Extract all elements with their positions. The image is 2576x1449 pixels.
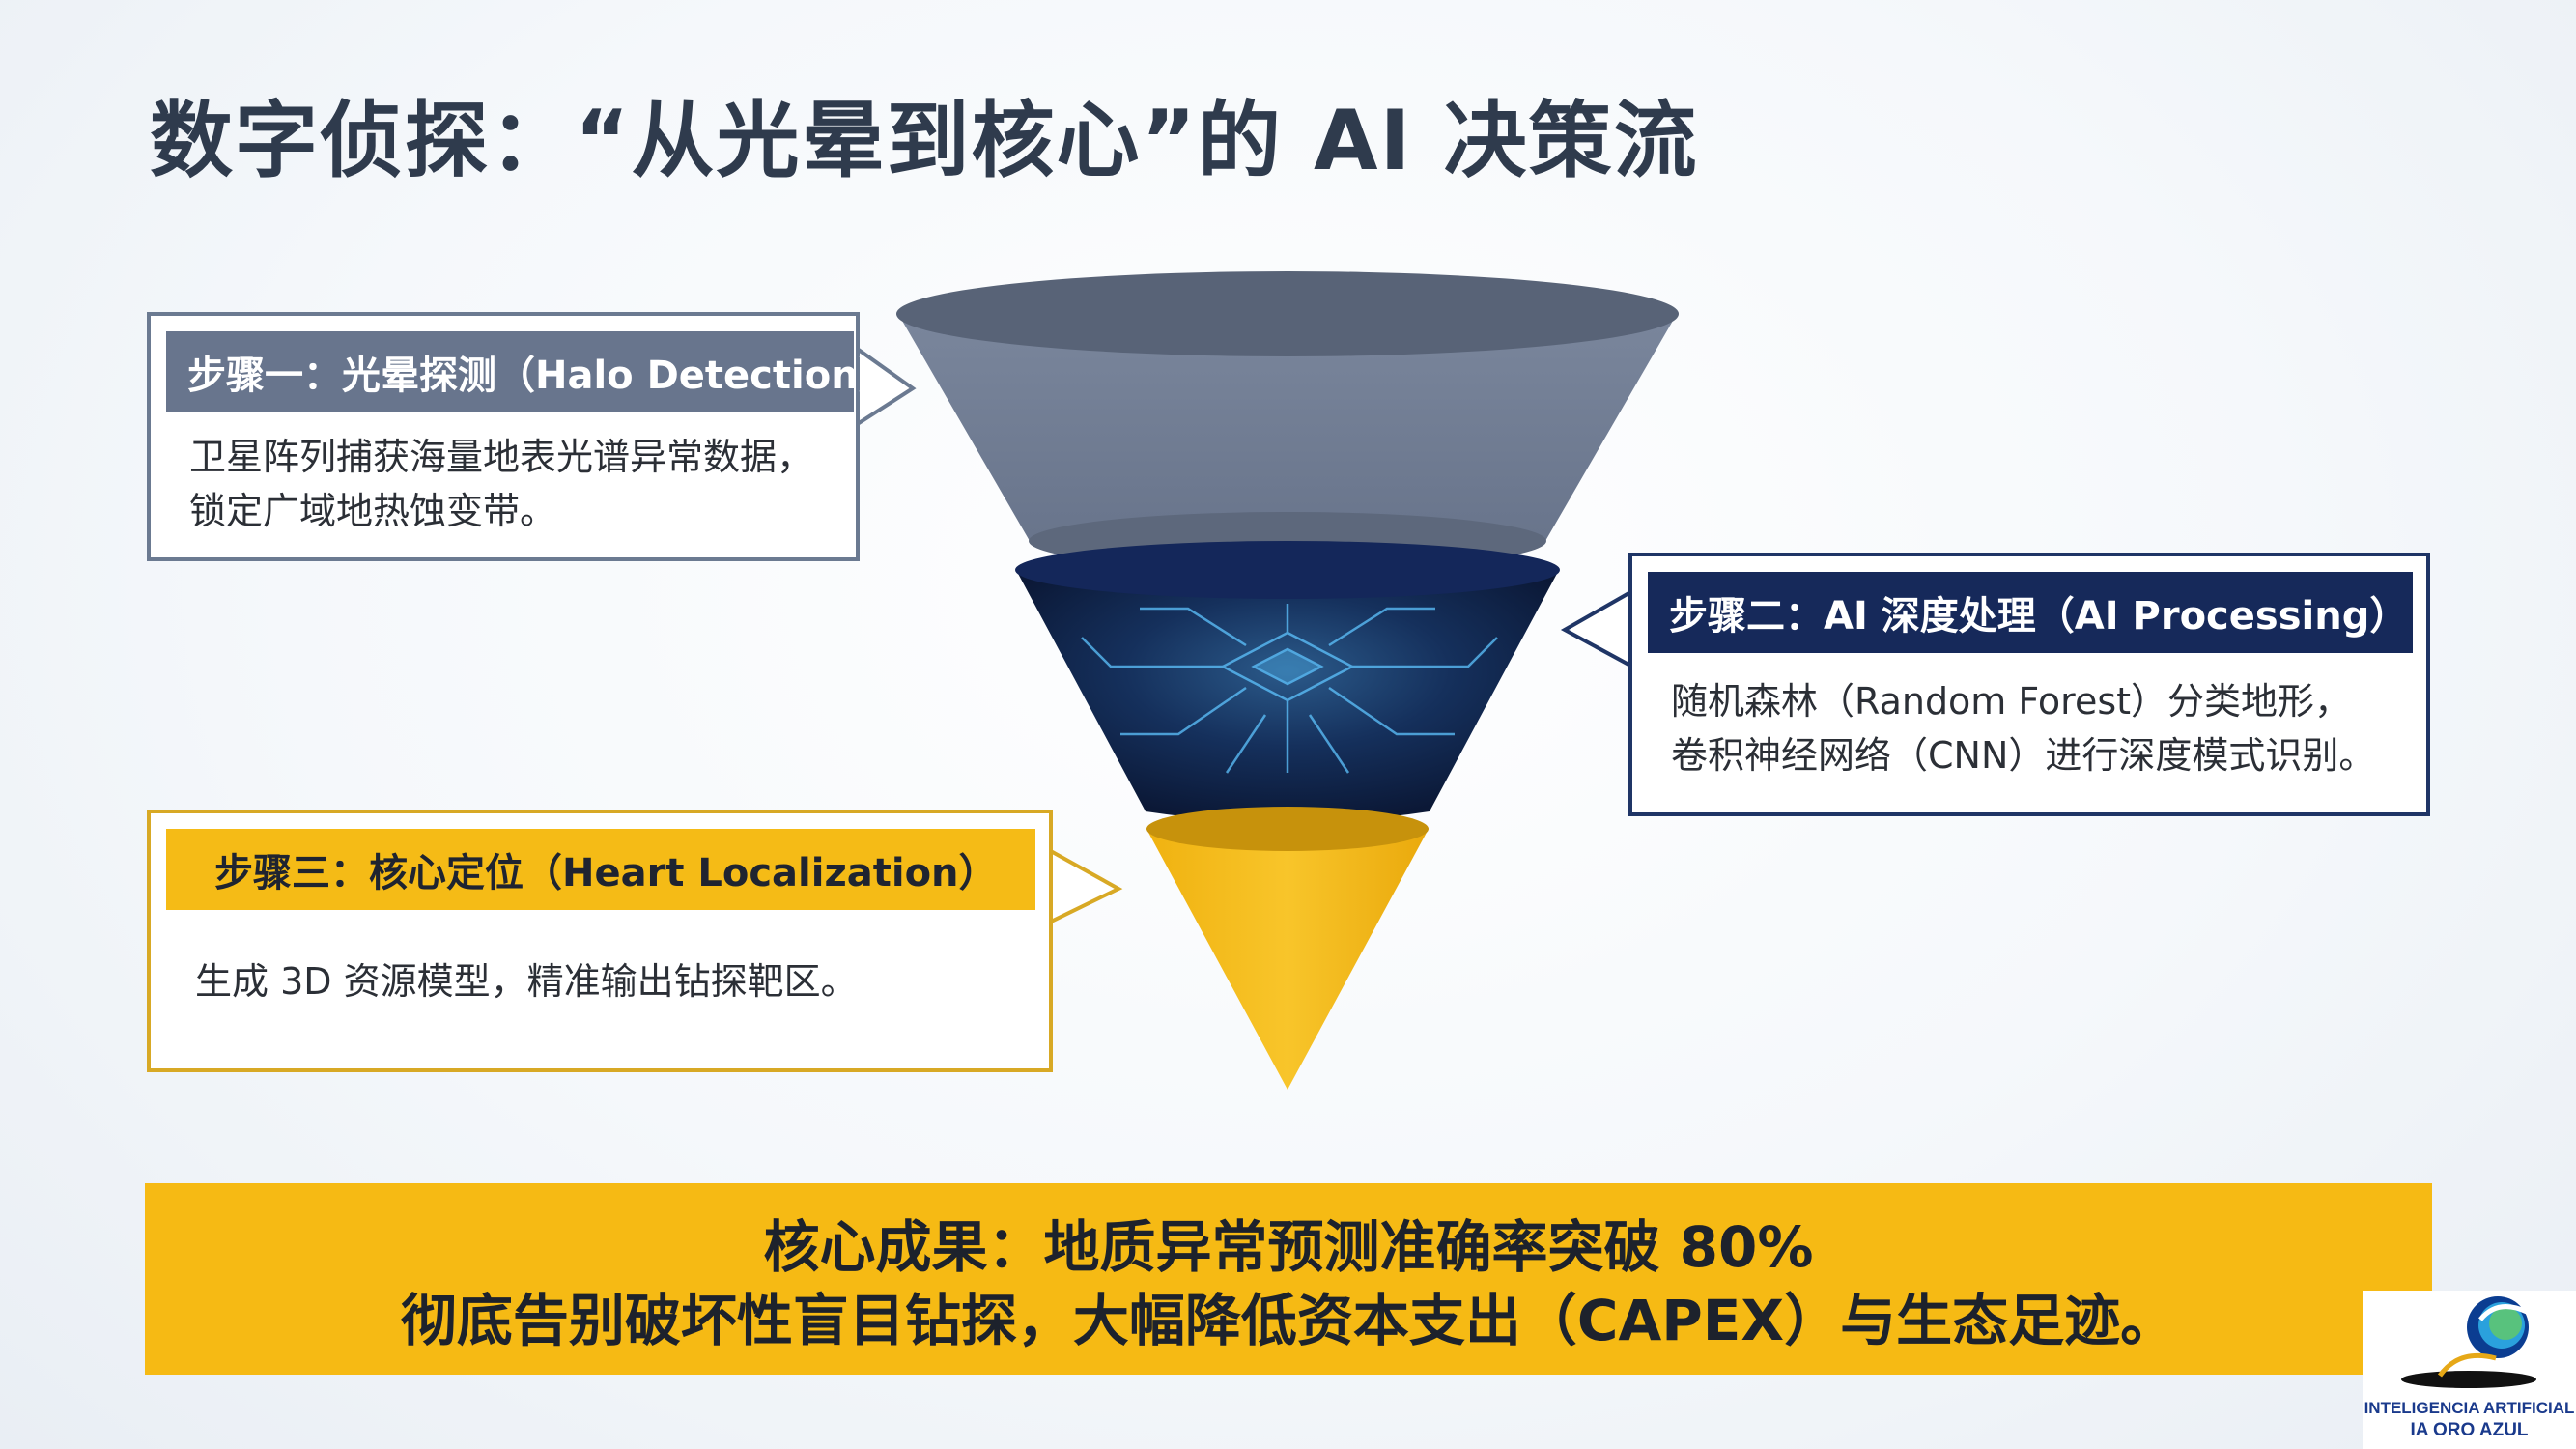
- step2-header: 步骤二：AI 深度处理（AI Processing）: [1648, 572, 2413, 653]
- logo-icon: [2401, 1296, 2536, 1388]
- logo-text-line2: IA ORO AZUL: [2410, 1420, 2529, 1440]
- circuit-graphic: [1081, 604, 1498, 774]
- banner-line2: 彻底告别破坏性盲目钻探，大幅降低资本支出（CAPEX）与生态足迹。: [400, 1288, 2177, 1353]
- step3-line1: 生成 3D 资源模型，精准输出钻探靶区。: [195, 960, 858, 1003]
- page-title: 数字侦探：“从光晕到核心”的 AI 决策流: [150, 93, 1699, 189]
- result-banner: 核心成果：地质异常预测准确率突破 80% 彻底告别破坏性盲目钻探，大幅降低资本支…: [145, 1183, 2432, 1375]
- step3-callout: 步骤三：核心定位（Heart Localization） 生成 3D 资源模型，…: [147, 810, 1053, 1072]
- funnel-tier-ai: [1015, 541, 1560, 822]
- step3-description: 生成 3D 资源模型，精准输出钻探靶区。: [195, 954, 858, 1009]
- funnel-tier-heart: [1146, 807, 1429, 1090]
- step3-pointer: [1047, 846, 1123, 926]
- funnel-tier-halo: [896, 271, 1679, 570]
- banner-line1: 核心成果：地质异常预测准确率突破 80%: [763, 1214, 1814, 1280]
- step1-line2: 锁定广域地热蚀变带。: [189, 490, 557, 532]
- step1-callout: 步骤一：光晕探测（Halo Detection） 卫星阵列捕获海量地表光谱异常数…: [147, 312, 897, 561]
- step3-header: 步骤三：核心定位（Heart Localization）: [166, 829, 1035, 910]
- logo-text-line1: INTELIGENCIA ARTIFICIAL: [2364, 1399, 2575, 1417]
- step2-pointer: [1560, 587, 1634, 670]
- step1-header: 步骤一：光晕探测（Halo Detection）: [166, 331, 897, 412]
- brand-logo: INTELIGENCIA ARTIFICIAL IA ORO AZUL: [2363, 1291, 2576, 1449]
- step2-line2: 卷积神经网络（CNN）进行深度模式识别。: [1671, 734, 2376, 777]
- step2-description: 随机森林（Random Forest）分类地形， 卷积神经网络（CNN）进行深度…: [1671, 674, 2375, 782]
- step2-callout: 步骤二：AI 深度处理（AI Processing） 随机森林（Random F…: [1628, 553, 2430, 816]
- step1-line1: 卫星阵列捕获海量地表光谱异常数据，: [189, 436, 814, 478]
- step2-line1: 随机森林（Random Forest）分类地形，: [1671, 680, 2352, 723]
- step1-description: 卫星阵列捕获海量地表光谱异常数据， 锁定广域地热蚀变带。: [189, 430, 813, 538]
